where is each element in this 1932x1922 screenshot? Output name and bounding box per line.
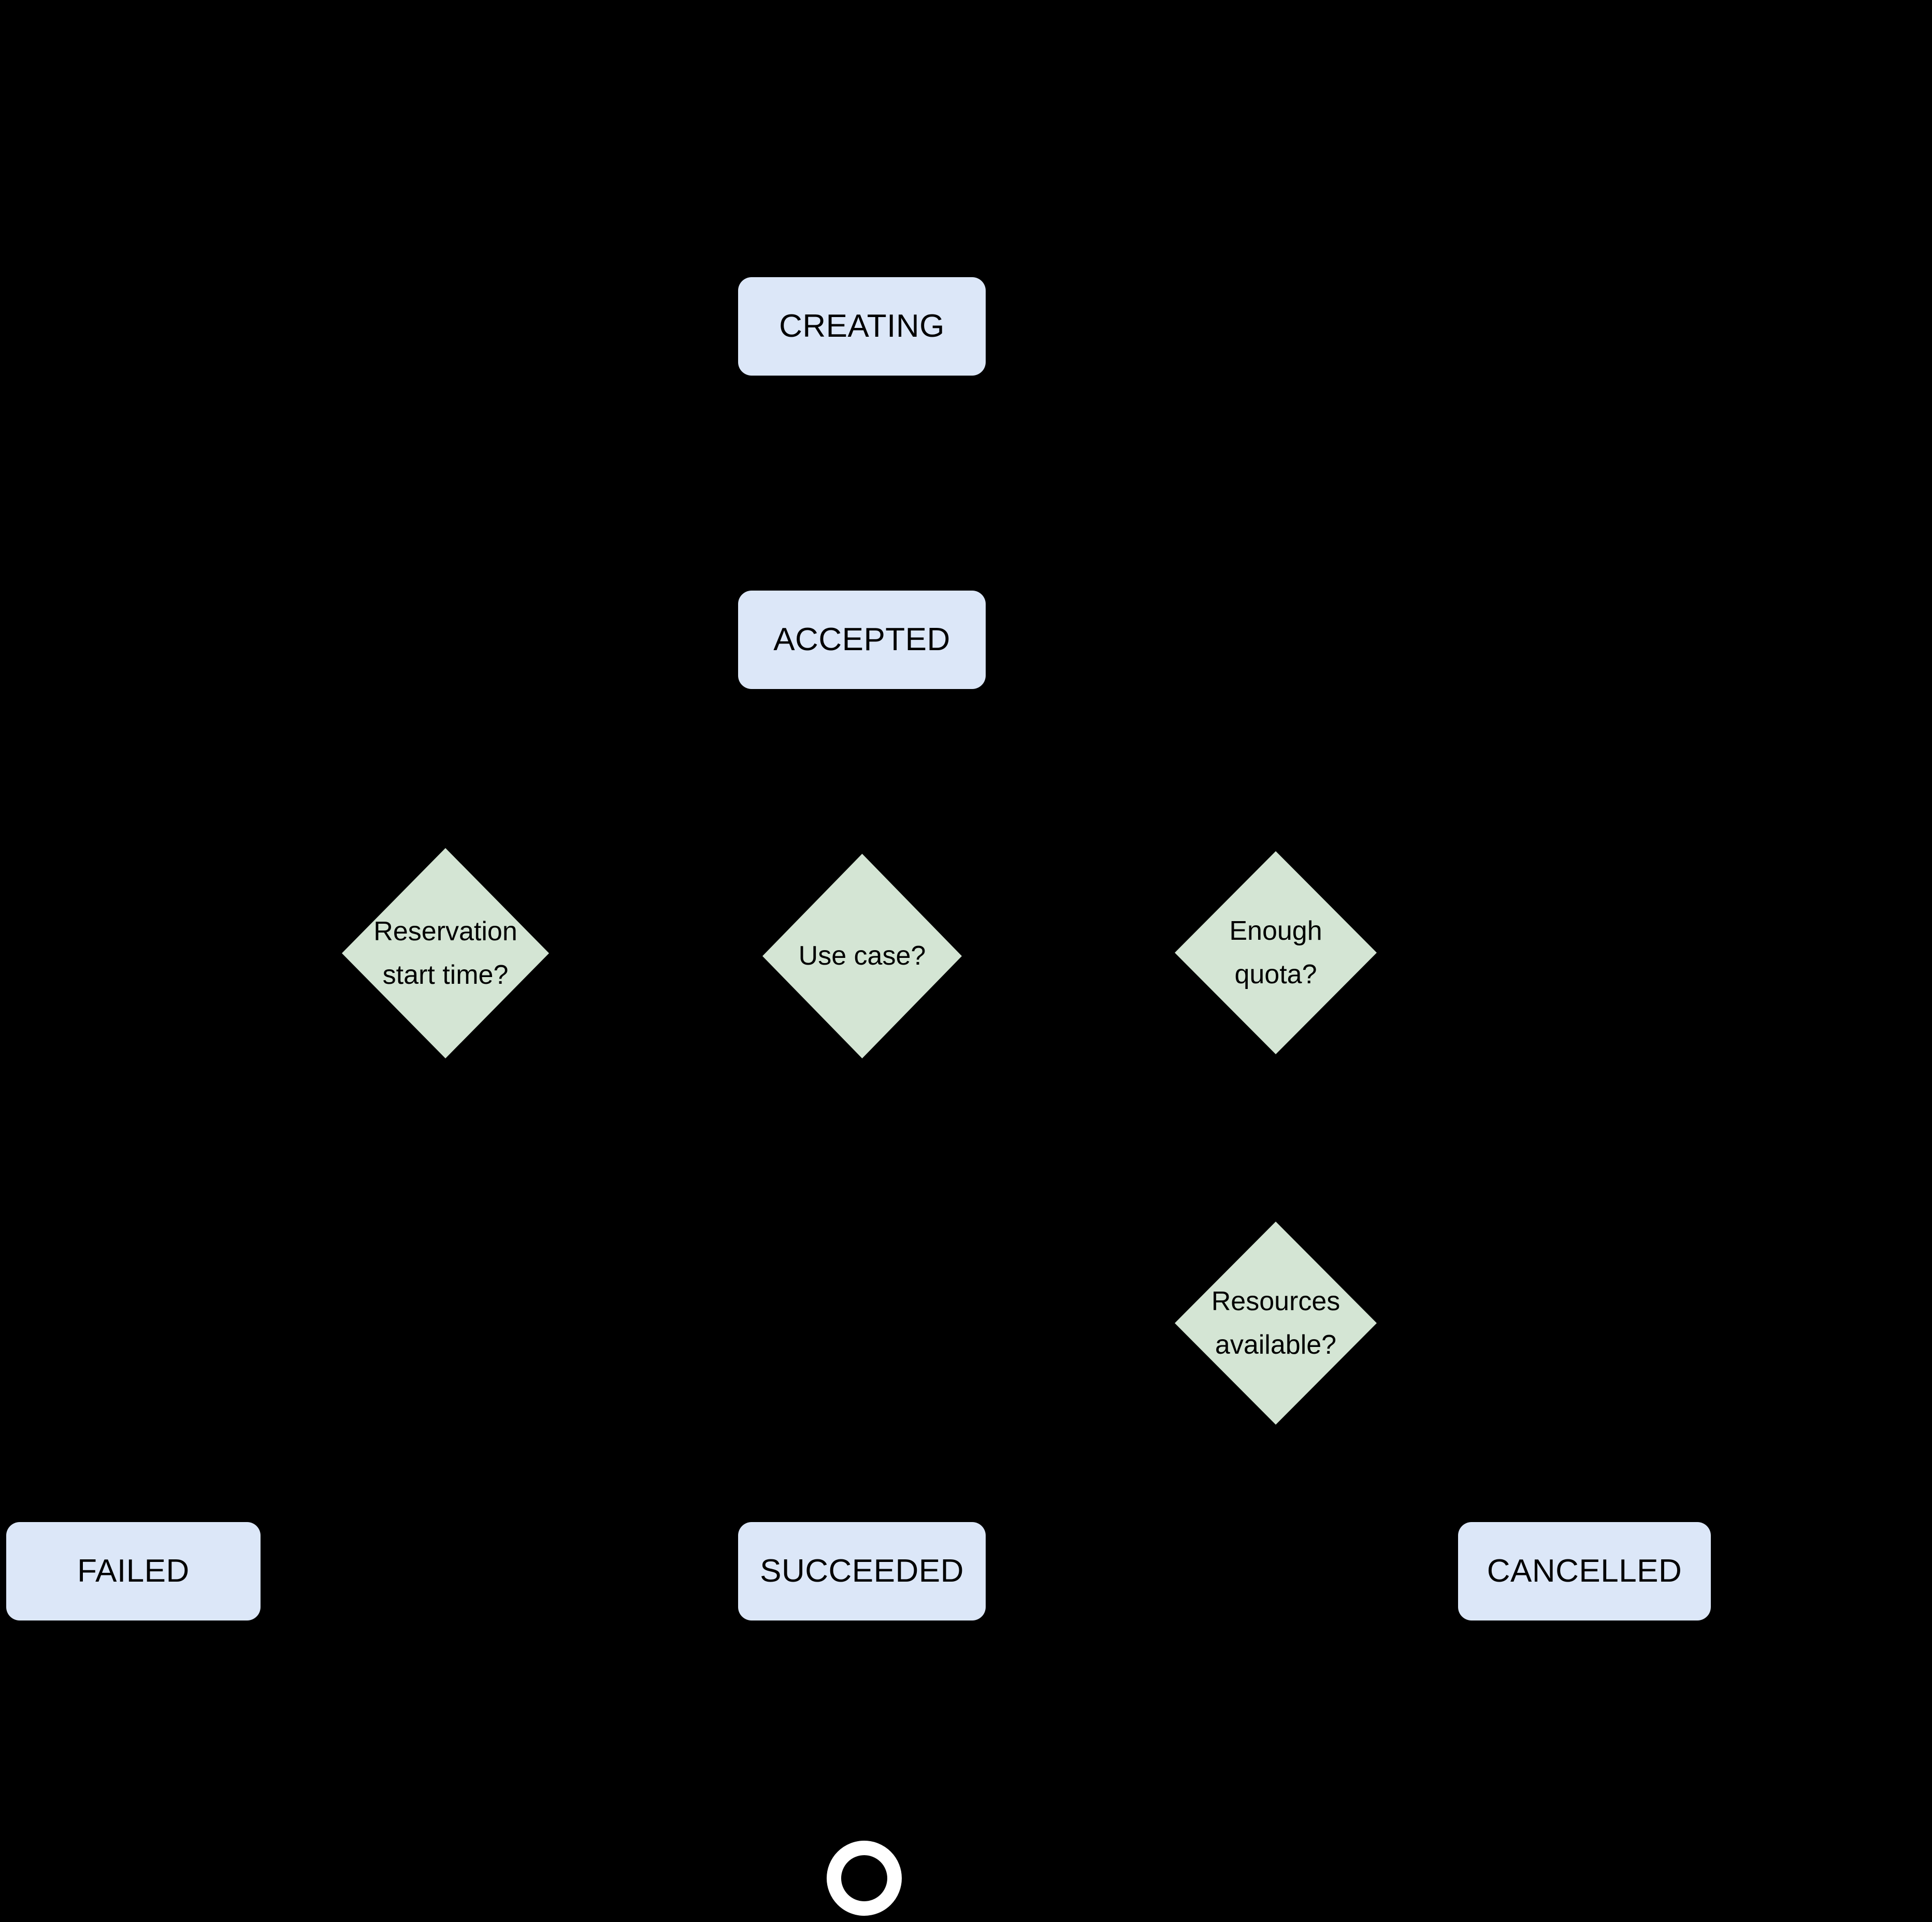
state-label-accepted: ACCEPTED [773, 621, 950, 657]
state-box-creating[interactable]: CREATING [738, 277, 986, 376]
decision-label-enough-quota: Enough quota? [1229, 915, 1322, 989]
decision-resources-available[interactable]: Resources available? [1175, 1222, 1377, 1425]
decision-use-case[interactable]: Use case? [762, 854, 962, 1058]
decision-reservation-start-time[interactable]: Reservation start time? [342, 848, 549, 1058]
edge-accepted-to-reservation-start [443, 765, 862, 848]
state-label-failed: FAILED [77, 1553, 190, 1589]
state-box-failed[interactable]: FAILED [6, 1522, 261, 1620]
decision-enough-quota[interactable]: Enough quota? [1175, 851, 1377, 1054]
state-box-accepted[interactable]: ACCEPTED [738, 591, 986, 689]
edge-resources-to-cancelled [1274, 1425, 1587, 1522]
state-label-creating: CREATING [779, 308, 945, 344]
state-label-succeeded: SUCCEEDED [760, 1553, 964, 1589]
decision-label-use-case: Use case? [798, 941, 926, 971]
edge-reservation-start-to-failed [132, 1058, 448, 1522]
edge-accepted-to-enough-quota [862, 765, 1278, 851]
state-box-succeeded[interactable]: SUCCEEDED [738, 1522, 986, 1620]
end-terminator-circle-icon [827, 1841, 902, 1916]
state-label-cancelled: CANCELLED [1487, 1553, 1682, 1589]
decision-label-reservation-start-time: Reservation start time? [373, 916, 517, 990]
decision-label-resources-available: Resources available? [1211, 1286, 1340, 1360]
state-box-cancelled[interactable]: CANCELLED [1458, 1522, 1711, 1620]
